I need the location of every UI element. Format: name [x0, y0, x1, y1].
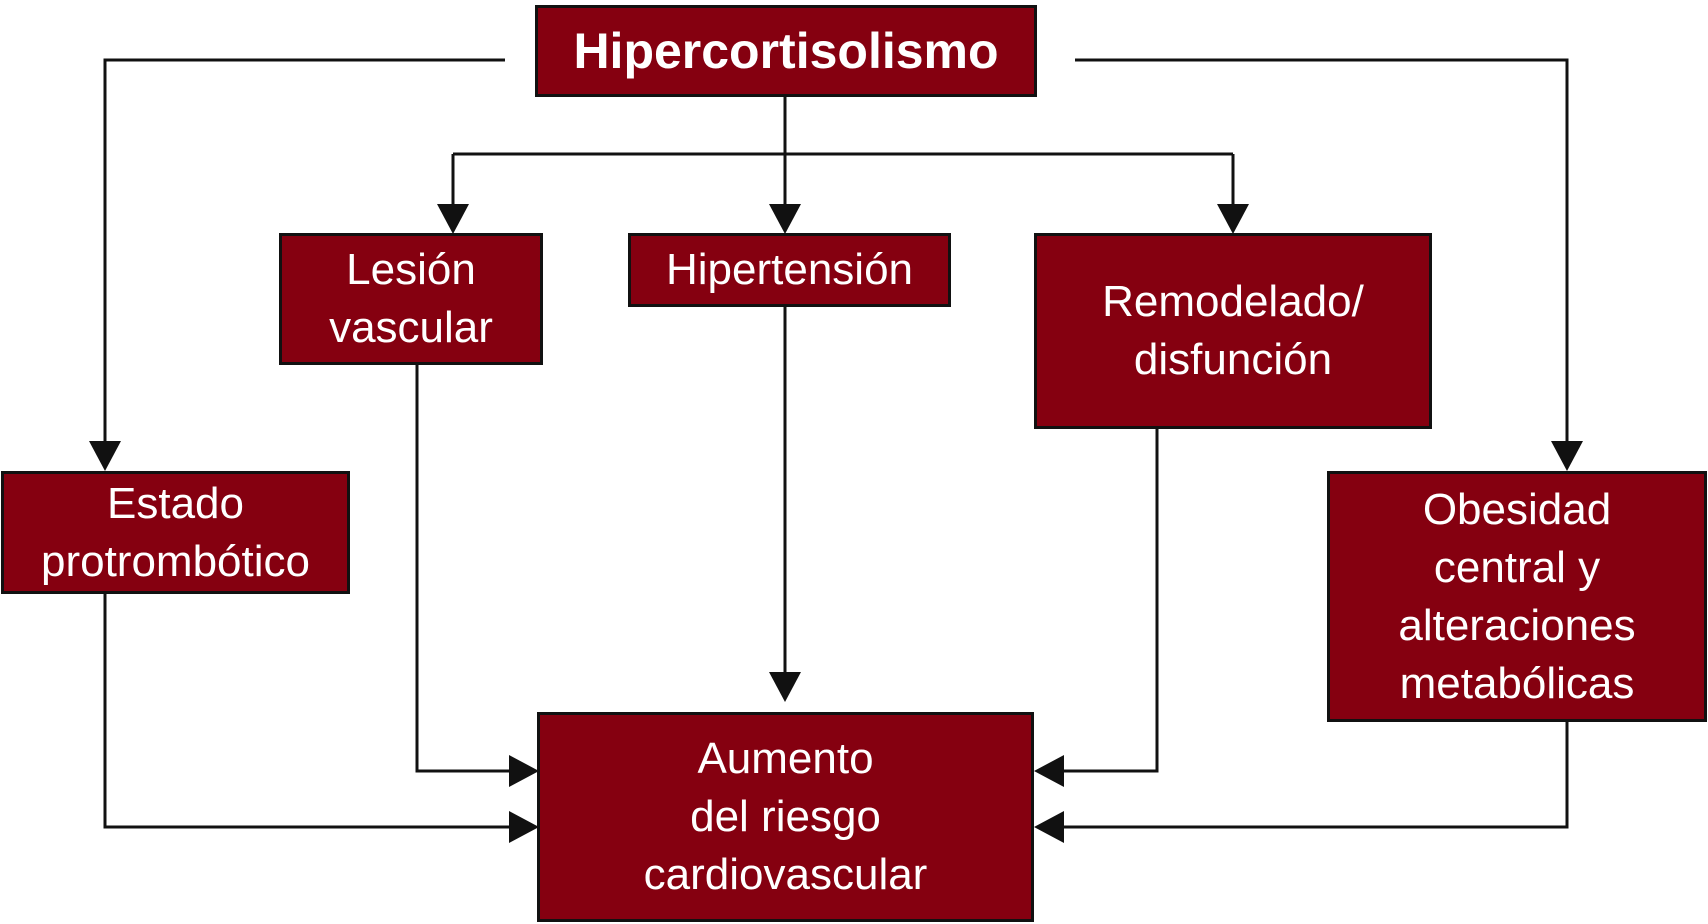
arrowhead-aumento-right-upper: [1034, 755, 1064, 787]
arrowhead-hipertension: [769, 204, 801, 234]
node-label-line: Hipertensión: [665, 245, 914, 294]
node-hipercortisolismo: Hipercortisolismo: [535, 5, 1037, 97]
node-label-line: Lesión: [346, 245, 476, 294]
node-label-line: alteraciones: [1398, 600, 1636, 650]
node-hipercortisolismo-text: Hipercortisolismo: [573, 21, 998, 81]
node-label-line: Aumento: [697, 734, 874, 783]
arrowhead-aumento-top: [769, 672, 801, 702]
edge-lesion-vascular-aumento: [415, 365, 510, 773]
node-lesion-vascular-text: Lesión vascular: [329, 241, 493, 357]
node-estado-protrombotico-text: Estado protrombótico: [41, 475, 310, 591]
node-obesidad: Obesidad central y alteraciones metabóli…: [1327, 471, 1707, 722]
arrowhead-remodelado: [1217, 204, 1249, 234]
node-label-line: del riesgo: [690, 792, 881, 841]
node-label-line: cardiovascular: [643, 850, 928, 899]
node-label-line: vascular: [329, 303, 493, 352]
node-label-line: central y: [1433, 542, 1601, 592]
node-label-line: disfunción: [1133, 335, 1333, 384]
node-label-line: Estado: [107, 478, 244, 528]
arrowhead-obesidad: [1551, 441, 1583, 471]
edge-estado-protrombotico-aumento: [103, 594, 510, 829]
node-label-line: Obesidad: [1422, 484, 1612, 534]
node-hipertension-text: Hipertensión: [666, 241, 913, 299]
node-lesion-vascular: Lesión vascular: [279, 233, 543, 365]
node-label-line: protrombótico: [40, 536, 310, 586]
arrowhead-lesion-vascular: [437, 204, 469, 234]
arrowhead-aumento-right-lower: [1034, 811, 1064, 843]
node-label-line: metabólicas: [1399, 658, 1635, 708]
node-label-line: Remodelado/: [1102, 277, 1364, 326]
edge-obesidad-aumento: [1063, 722, 1569, 829]
arrowhead-aumento-left-lower: [509, 811, 539, 843]
node-remodelado: Remodelado/ disfunción: [1034, 233, 1432, 429]
node-estado-protrombotico: Estado protrombótico: [1, 471, 350, 594]
edge-hipercortisolismo-estado-protrombotico: [103, 58, 505, 442]
arrowhead-aumento-left-upper: [509, 755, 539, 787]
node-label-line: Hipercortisolismo: [573, 23, 999, 79]
node-remodelado-text: Remodelado/ disfunción: [1102, 273, 1364, 389]
node-aumento-riesgo-text: Aumento del riesgo cardiovascular: [644, 730, 928, 904]
node-obesidad-text: Obesidad central y alteraciones metabóli…: [1398, 481, 1635, 713]
edge-remodelado-aumento: [1063, 429, 1159, 773]
edge-hipercortisolismo-obesidad: [1075, 58, 1569, 442]
node-hipertension: Hipertensión: [628, 233, 951, 307]
arrowhead-estado-protrombotico: [89, 441, 121, 471]
node-aumento-riesgo: Aumento del riesgo cardiovascular: [537, 712, 1034, 922]
